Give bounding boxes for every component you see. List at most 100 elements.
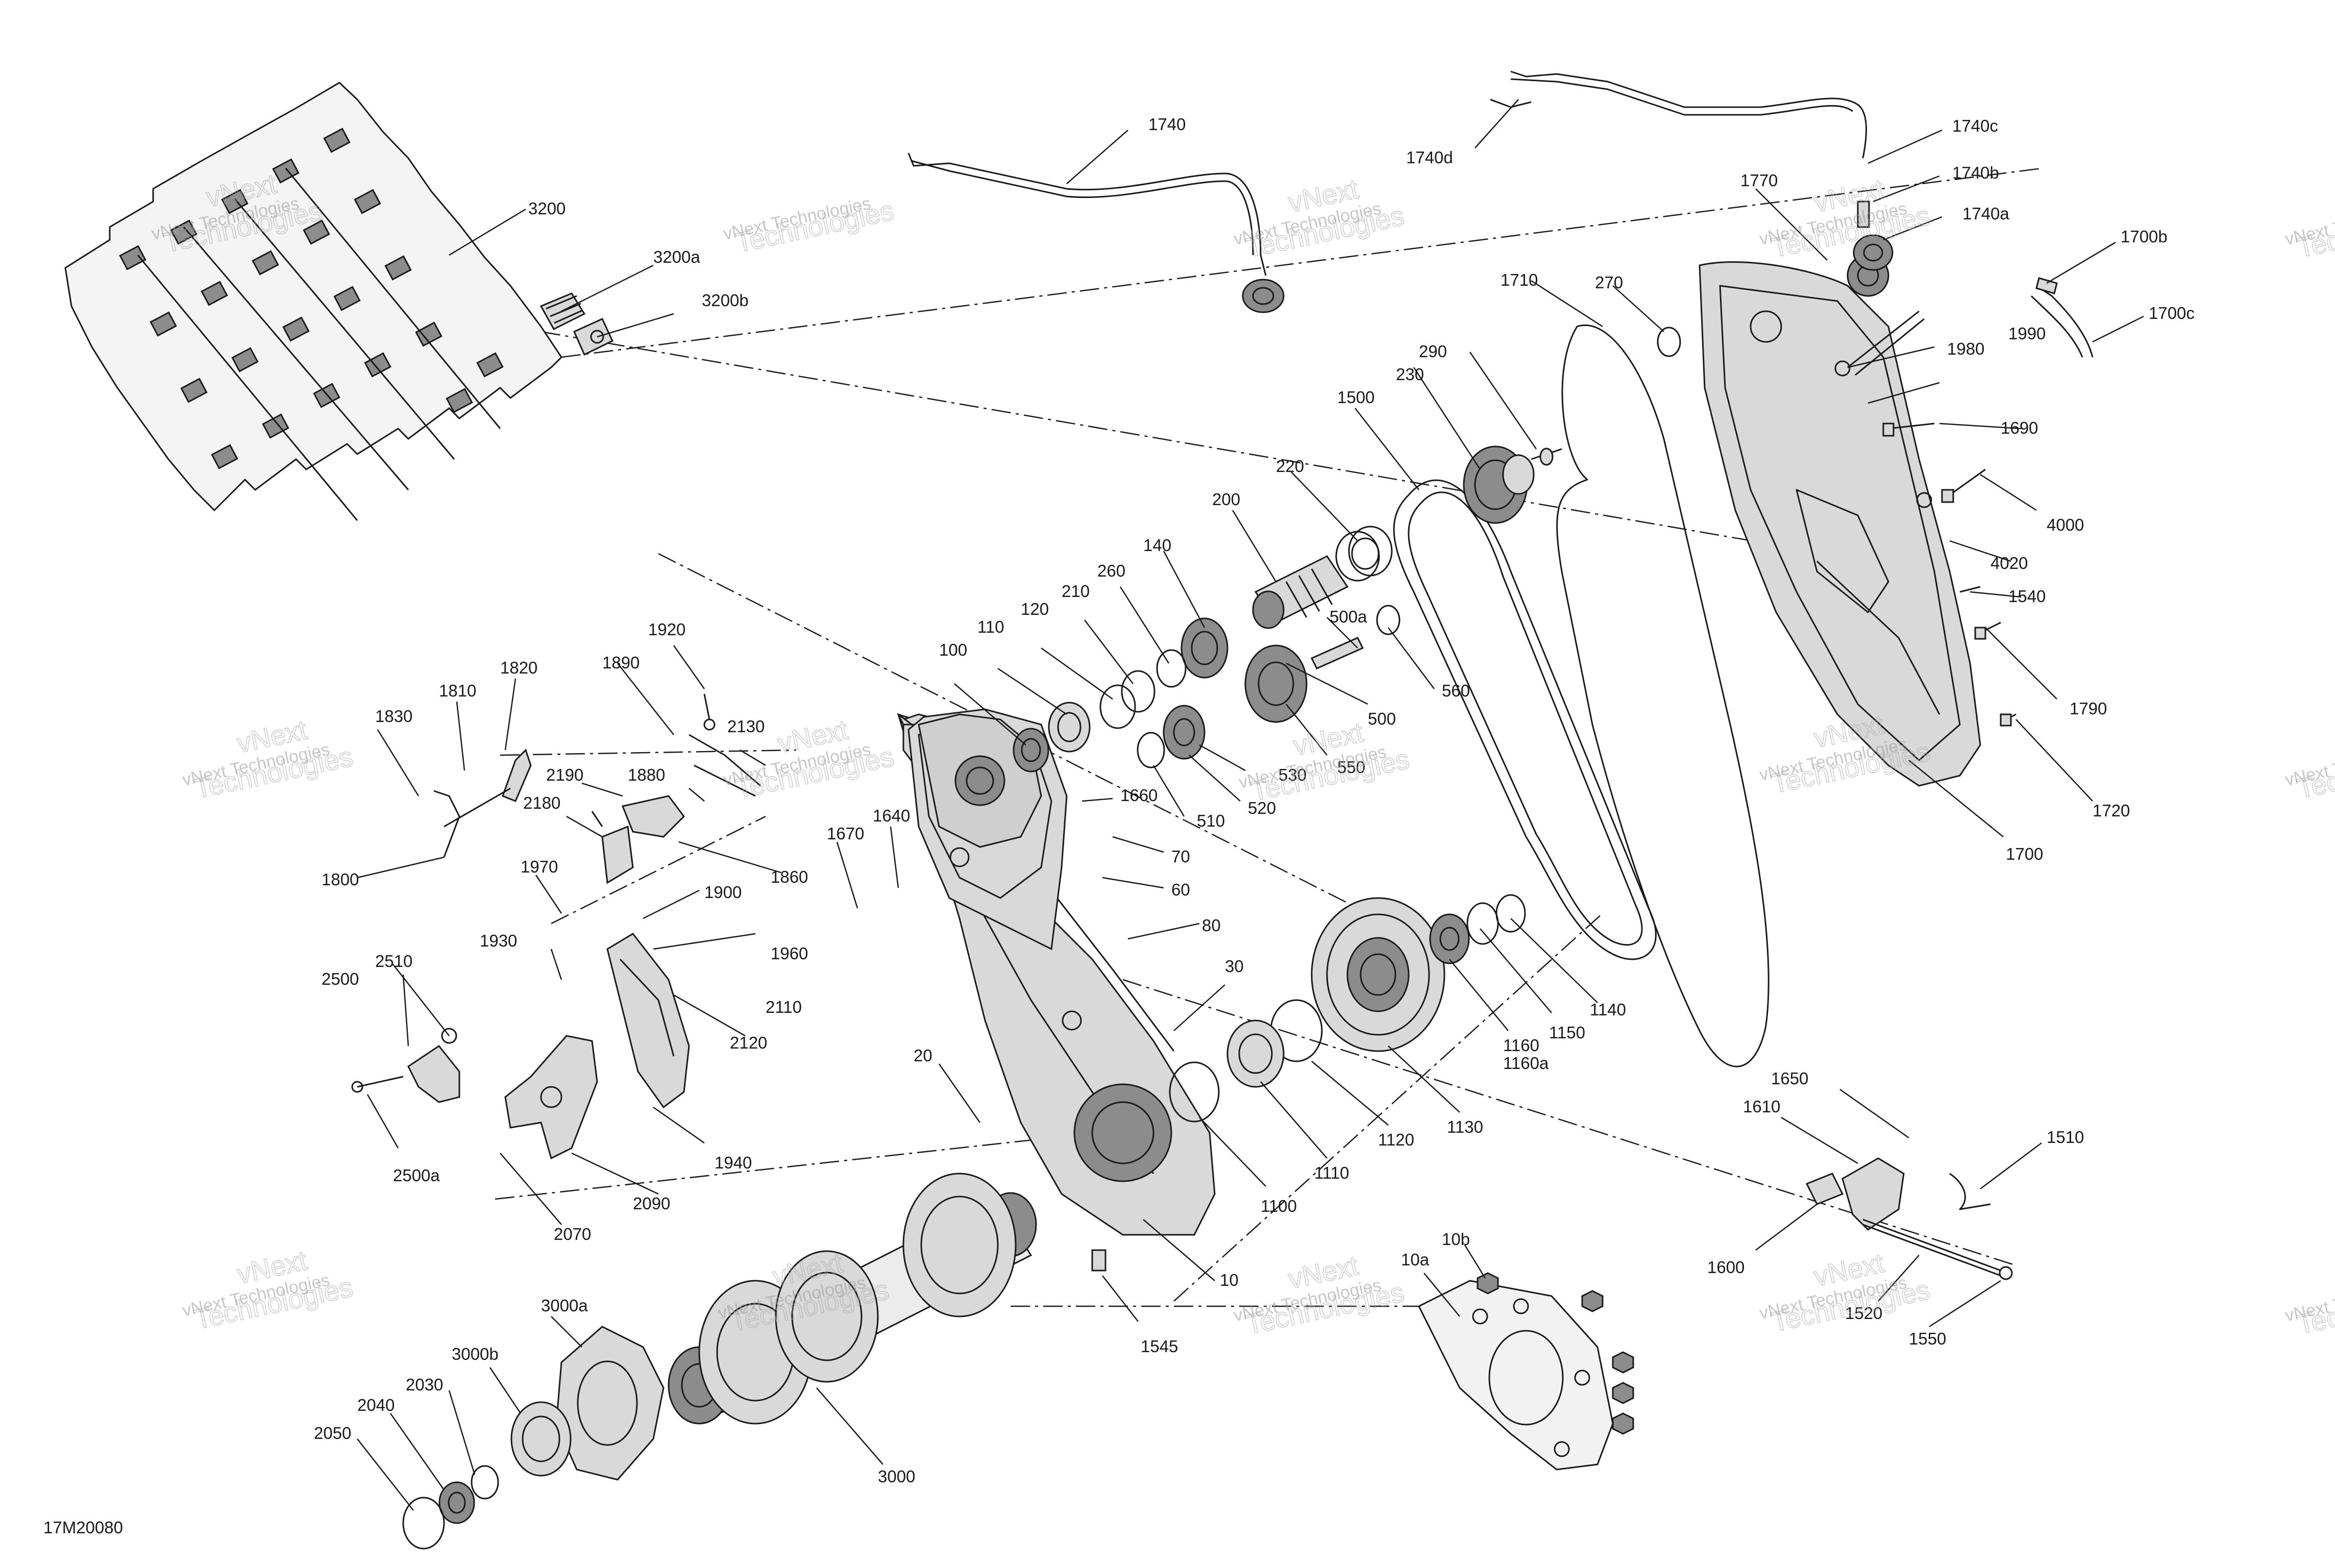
watermark: vNext Technologies Technologies: [2283, 198, 2335, 264]
callout-2500a: 2500a: [393, 1166, 440, 1185]
callout-2050: 2050: [314, 1424, 351, 1442]
callout-3200: 3200: [528, 199, 566, 218]
svg-text:Technologies: Technologies: [2295, 201, 2335, 264]
cover-bolts: [1834, 310, 2017, 727]
block-1600: [1805, 1173, 1844, 1205]
bearing-110: [1048, 702, 1091, 753]
callout-530: 530: [1279, 765, 1307, 784]
shift-linkage: [433, 693, 761, 884]
callout-80: 80: [1202, 916, 1221, 935]
gear-550: [1244, 644, 1308, 723]
gear-140: [1181, 617, 1228, 679]
cable-1740: [907, 153, 1285, 313]
callout-3000: 3000: [878, 1467, 915, 1486]
housing-upper-block: [918, 713, 1042, 848]
callout-60: 60: [1171, 880, 1190, 899]
slider-3200b: [573, 318, 613, 356]
callout-2190: 2190: [546, 765, 583, 784]
nuts-10b: [1477, 1272, 1634, 1435]
callout-560: 560: [1442, 681, 1470, 700]
callout-1860: 1860: [771, 867, 808, 886]
ring-1150: [1466, 902, 1499, 945]
callout-2130: 2130: [727, 717, 765, 736]
rod-1520: [1862, 1218, 2013, 1280]
watermark: vNext Technologies Technologies: [2283, 1275, 2335, 1340]
chaincase-cover: [1699, 254, 1981, 787]
callout-1890: 1890: [602, 653, 640, 672]
callout-2120: 2120: [730, 1033, 767, 1052]
callout-2040: 2040: [357, 1396, 395, 1414]
sprocket-teeth: [698, 1173, 1017, 1425]
callout-1610: 1610: [1743, 1097, 1780, 1116]
ring-2030: [471, 1465, 499, 1500]
callout-1990: 1990: [2008, 324, 2046, 343]
callout-1800: 1800: [322, 870, 359, 889]
callout-520: 520: [1248, 799, 1276, 817]
callout-1940: 1940: [715, 1153, 752, 1172]
clip-1510: [1949, 1173, 1991, 1210]
callout-1900: 1900: [704, 883, 742, 902]
callout-1740: 1740: [1148, 115, 1186, 134]
bracket-1940: [606, 933, 690, 1109]
callout-1830: 1830: [375, 707, 412, 726]
bracket-2090: [504, 1035, 598, 1160]
bearing-220: [1335, 526, 1393, 582]
gear-1130: [1311, 897, 1445, 1052]
drive-belt: [1393, 479, 1657, 960]
ring-560: [1376, 605, 1400, 635]
callout-labels: 1740 1740c 1740b 1740a 1740d 1770 1700b …: [314, 115, 2195, 1486]
cable-1740d: [1490, 70, 1894, 271]
callout-2030: 2030: [406, 1375, 443, 1394]
ring-270: [1657, 327, 1681, 357]
callout-1740a: 1740a: [1962, 204, 2009, 223]
callout-1130: 1130: [1447, 1117, 1483, 1136]
callout-290: 290: [1419, 342, 1447, 361]
callout-1740b: 1740b: [1952, 163, 1999, 182]
callout-1930: 1930: [480, 931, 517, 950]
gasket-1710: [1556, 325, 1769, 1067]
callout-1710: 1710: [1501, 270, 1538, 289]
callout-500a: 500a: [1330, 607, 1367, 626]
callout-2090: 2090: [633, 1194, 670, 1213]
callout-3000b: 3000b: [452, 1345, 499, 1363]
svg-text:Technologies: Technologies: [2295, 1277, 2335, 1340]
callout-20: 20: [914, 1046, 932, 1065]
nut-2040: [438, 1481, 475, 1524]
callout-10b: 10b: [1442, 1230, 1470, 1249]
callout-1670: 1670: [827, 824, 864, 843]
callout-1720: 1720: [2093, 801, 2130, 820]
callout-1700: 1700: [2006, 844, 2043, 863]
callout-1700c: 1700c: [2149, 304, 2195, 322]
callout-1500: 1500: [1337, 388, 1374, 407]
callout-4020: 4020: [1990, 554, 2028, 573]
callout-220: 220: [1276, 457, 1304, 476]
callout-100: 100: [939, 640, 967, 659]
watermark: vNext Technologies vNext Technologies: [1232, 1250, 1408, 1340]
tensioner-1610: [1841, 1157, 1905, 1231]
callout-110: 110: [977, 617, 1004, 636]
callout-510: 510: [1197, 811, 1225, 830]
watermark: vNext Technologies Technologies: [2283, 739, 2335, 805]
callout-4000: 4000: [2047, 515, 2084, 534]
callout-1770: 1770: [1740, 171, 1778, 190]
bearing-120: [1099, 684, 1136, 729]
callout-1600: 1600: [1707, 1258, 1744, 1277]
callout-10: 10: [1220, 1271, 1239, 1289]
slider-grid-3200: [64, 82, 562, 521]
plug-1545: [1091, 1249, 1107, 1272]
bolt-290: [1531, 447, 1562, 466]
callout-1160a: 1160a: [1503, 1054, 1549, 1073]
callout-1960: 1960: [771, 944, 808, 963]
callout-1110: 1110: [1314, 1163, 1349, 1182]
callout-1550: 1550: [1909, 1329, 1946, 1348]
callout-3200a: 3200a: [653, 247, 700, 266]
callout-10a: 10a: [1401, 1250, 1430, 1269]
callout-210: 210: [1062, 582, 1090, 601]
callout-270: 270: [1595, 273, 1623, 292]
gear-1160: [1429, 913, 1470, 964]
drive-axle-3000: [668, 1173, 1037, 1425]
callout-1740c: 1740c: [1952, 116, 1998, 135]
callout-3000a: 3000a: [541, 1296, 588, 1315]
callout-500: 500: [1368, 709, 1396, 728]
ring-260: [1156, 649, 1187, 688]
